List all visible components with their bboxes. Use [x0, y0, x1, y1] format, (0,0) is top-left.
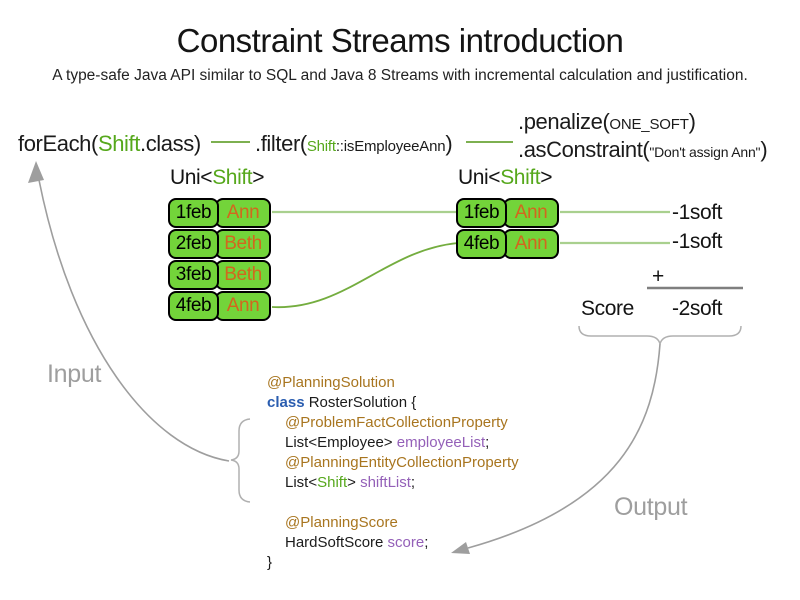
type-token: >	[347, 474, 361, 491]
filter-close: )	[445, 131, 453, 156]
score-label: Score	[581, 297, 634, 320]
filter-pre: .filter(	[255, 131, 307, 156]
semicolon-token: ;	[485, 434, 490, 451]
shift-date-cell: 1feb	[456, 198, 507, 228]
shift-date-cell: 4feb	[168, 291, 219, 321]
score-brace	[578, 325, 742, 345]
table-row: 4feb Ann	[168, 291, 271, 321]
shift-employee-cell: Ann	[503, 198, 559, 228]
code-line: }	[267, 553, 519, 573]
total-score: -2soft	[672, 297, 723, 320]
left-stream-type-label: Uni<Shift>	[170, 166, 264, 190]
table-row: 4feb Ann	[456, 229, 559, 259]
code-block: @PlanningSolution class RosterSolution {…	[267, 373, 519, 573]
shift-date-cell: 1feb	[168, 198, 219, 228]
shift-employee-cell: Beth	[215, 260, 271, 290]
right-type-name: Shift	[500, 166, 541, 189]
asconstraint-pre: .asConstraint(	[518, 137, 650, 162]
match-score-2: -1soft	[672, 230, 723, 253]
foreach-pre: forEach(	[18, 131, 98, 156]
filter-arg-type: Shift	[306, 138, 336, 155]
shift-employee-cell: Ann	[215, 198, 271, 228]
shift-date-cell: 2feb	[168, 229, 219, 259]
code-line: HardSoftScore score;	[267, 533, 519, 553]
type-token: List<Employee>	[285, 434, 397, 451]
class-declaration: RosterSolution {	[304, 394, 417, 411]
right-stream-table: 1feb Ann 4feb Ann	[456, 198, 559, 260]
code-line: List<Shift> shiftList;	[267, 473, 519, 493]
code-line: List<Employee> employeeList;	[267, 433, 519, 453]
closing-brace-token: }	[267, 554, 273, 571]
foreach-post: .class)	[139, 131, 201, 156]
filter-expression: .filter(Shift::isEmployeeAnn)	[255, 131, 453, 157]
asconstraint-expression: .asConstraint("Don't assign Ann")	[518, 137, 768, 163]
shift-date-cell: 4feb	[456, 229, 507, 259]
field-token: shiftList	[360, 474, 411, 491]
plus-sign: +	[652, 265, 665, 288]
semicolon-token: ;	[410, 474, 416, 491]
shift-employee-cell: Beth	[215, 229, 271, 259]
left-type-name: Shift	[212, 166, 253, 189]
type-param-token: Shift	[317, 474, 348, 491]
match-score-1: -1soft	[672, 201, 723, 224]
table-row: 1feb Ann	[168, 198, 271, 228]
right-type-pre: Uni<	[458, 166, 501, 189]
code-line: @ProblemFactCollectionProperty	[267, 413, 519, 433]
left-type-post: >	[252, 166, 265, 189]
page-title: Constraint Streams introduction	[176, 22, 624, 59]
asconstraint-arg: "Don't assign Ann"	[649, 144, 761, 160]
code-line: @PlanningEntityCollectionProperty	[267, 453, 519, 473]
keyword-token: class	[267, 394, 305, 411]
semicolon-token: ;	[424, 534, 429, 551]
penalize-expression: .penalize(ONE_SOFT)	[518, 109, 696, 135]
table-row: 2feb Beth	[168, 229, 271, 259]
field-token: employeeList	[396, 434, 486, 451]
shift-employee-cell: Ann	[503, 229, 559, 259]
page-subtitle: A type-safe Java API similar to SQL and …	[52, 67, 748, 84]
shift-employee-cell: Ann	[215, 291, 271, 321]
table-row: 3feb Beth	[168, 260, 271, 290]
right-stream-type-label: Uni<Shift>	[458, 166, 552, 190]
right-type-post: >	[540, 166, 553, 189]
code-brace	[230, 418, 251, 503]
type-token: List<	[285, 474, 318, 491]
code-line: class RosterSolution {	[267, 393, 519, 413]
annotation-token: @PlanningEntityCollectionProperty	[285, 454, 519, 471]
left-stream-table: 1feb Ann 2feb Beth 3feb Beth 4feb Ann	[168, 198, 271, 322]
annotation-token: @PlanningSolution	[267, 374, 395, 391]
asconstraint-close: )	[760, 137, 768, 162]
foreach-type: Shift	[97, 131, 140, 156]
annotation-token: @PlanningScore	[285, 514, 398, 531]
shift-date-cell: 3feb	[168, 260, 219, 290]
match-curve-4feb	[271, 242, 459, 308]
penalize-pre: .penalize(	[518, 109, 610, 134]
foreach-expression: forEach(Shift.class)	[18, 131, 201, 157]
type-token: HardSoftScore	[285, 534, 388, 551]
code-blank-line	[267, 493, 519, 513]
input-arrowhead-icon	[28, 161, 44, 183]
filter-arg-rest: ::isEmployeeAnn	[335, 138, 446, 155]
annotation-token: @ProblemFactCollectionProperty	[285, 414, 508, 431]
table-row: 1feb Ann	[456, 198, 559, 228]
code-line: @PlanningSolution	[267, 373, 519, 393]
penalize-arg: ONE_SOFT	[609, 116, 689, 133]
output-label: Output	[614, 493, 688, 521]
input-label: Input	[47, 360, 102, 388]
field-token: score	[387, 534, 425, 551]
code-line: @PlanningScore	[267, 513, 519, 533]
penalize-close: )	[688, 109, 696, 134]
left-type-pre: Uni<	[170, 166, 213, 189]
